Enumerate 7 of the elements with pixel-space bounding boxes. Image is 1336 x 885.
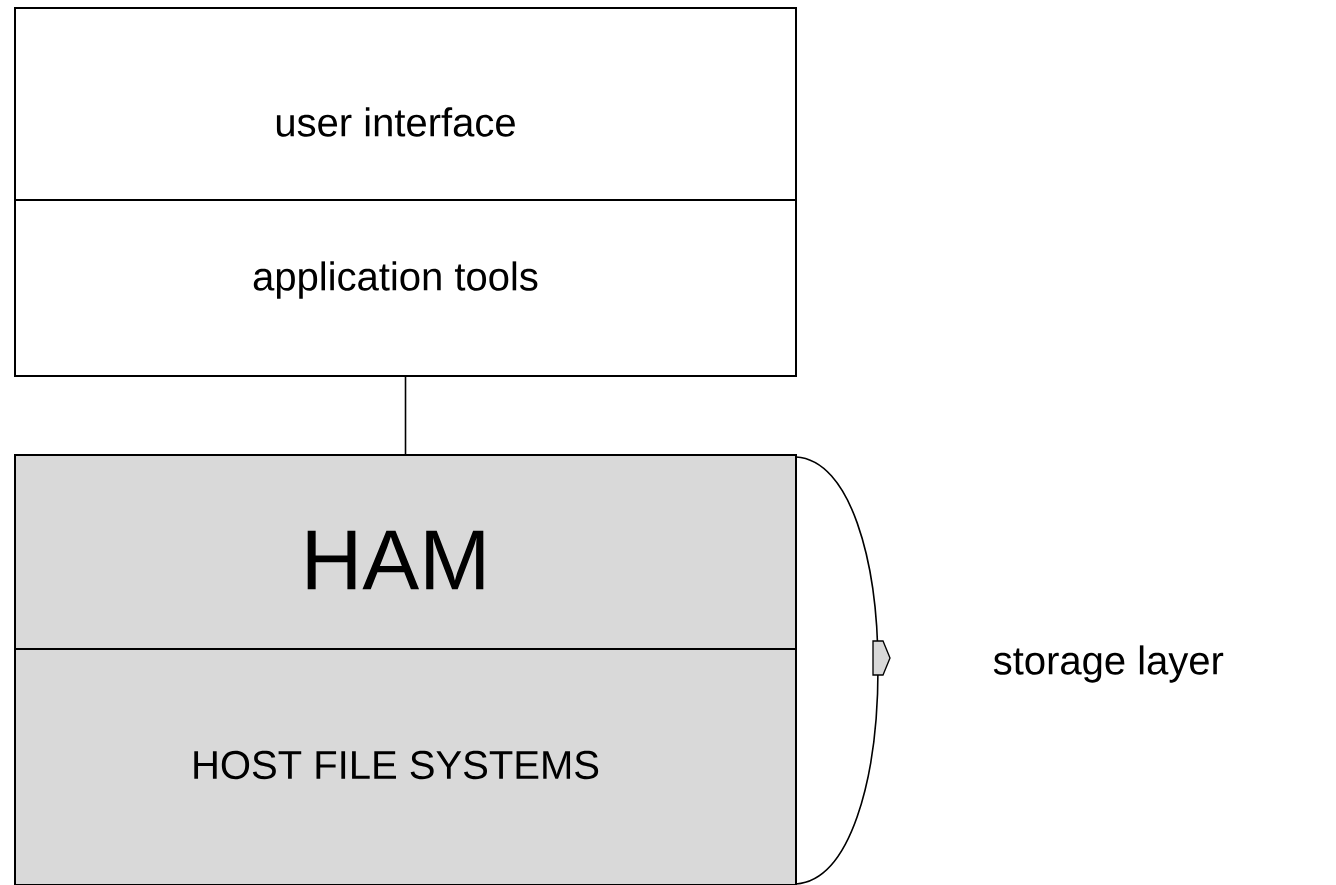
layer-box: user interface (14, 7, 797, 201)
connector-line (404, 375, 407, 456)
layer-box: HOST FILE SYSTEMS (14, 648, 797, 885)
layer-box: HAM (14, 454, 797, 650)
layer-box: application tools (14, 199, 797, 377)
node-label: HOST FILE SYSTEMS (194, 750, 599, 780)
side-label: storage layer (993, 645, 1224, 683)
